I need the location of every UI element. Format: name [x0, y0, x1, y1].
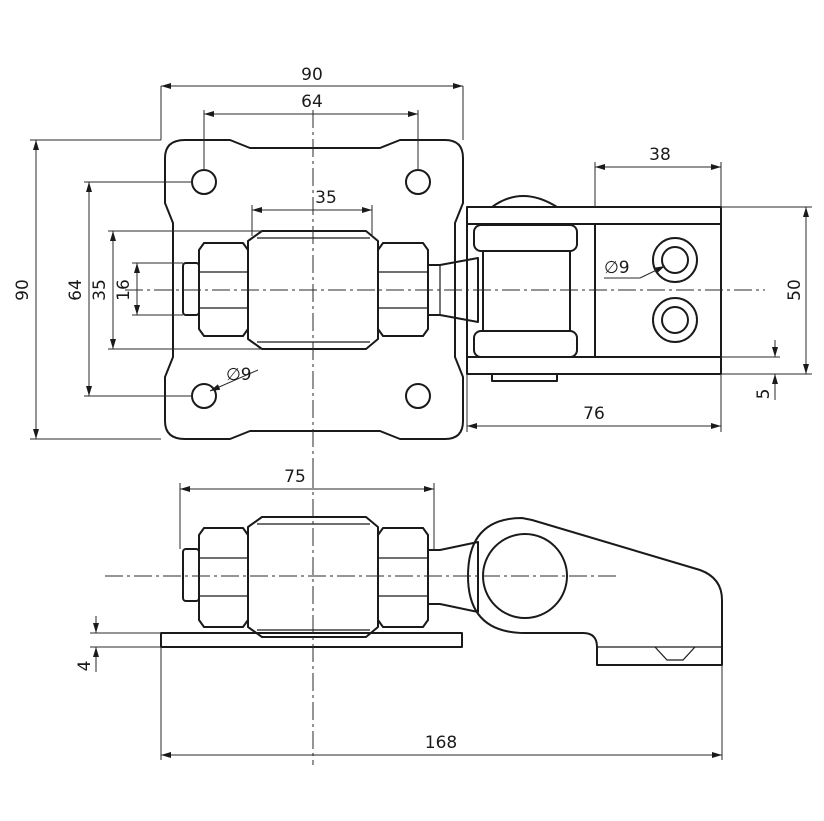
- base-plate: [164, 139, 464, 440]
- side-thread-end: [182, 548, 200, 602]
- mounting-hole-top-right: [405, 169, 431, 195]
- hinge-roller-bottom: [473, 330, 578, 358]
- dim-top-hole-spacing: 64: [301, 92, 323, 112]
- hinge-roller-body: [482, 250, 571, 332]
- dim-plate-thickness: 4: [75, 661, 95, 672]
- right-hex-nut: [377, 242, 429, 337]
- dim-left-hole-spacing: 64: [66, 279, 86, 301]
- side-left-hex-nut: [198, 527, 249, 628]
- dim-top-plate-width: 90: [301, 65, 323, 85]
- side-hinge-arm: [467, 517, 723, 666]
- mounting-hole-top-left: [191, 169, 217, 195]
- dim-block-length: 76: [583, 404, 605, 424]
- side-right-hex-nut: [377, 527, 429, 628]
- dim-top-bolt-dia: 35: [315, 188, 337, 208]
- dim-left-thread-dia: 16: [114, 279, 134, 301]
- side-base-plate: [160, 632, 463, 648]
- dim-flange-thickness: 5: [754, 389, 774, 400]
- dim-left-bolt-dia: 35: [90, 279, 110, 301]
- dim-side-bolt-length: 75: [284, 467, 306, 487]
- block-hole-lower-inner: [661, 306, 689, 334]
- block-hole-lower-outer: [652, 297, 698, 343]
- mounting-hole-bottom-right: [405, 383, 431, 409]
- countersink: [654, 646, 696, 661]
- dim-hinge-block-width: 38: [649, 145, 671, 165]
- hinge-knob-bottom: [491, 374, 558, 382]
- dim-block-height: 50: [785, 279, 805, 301]
- dimensions: 90 64 35 38 90 64 35 16: [13, 65, 812, 760]
- dim-left-height: 90: [13, 279, 33, 301]
- mounting-hole-bottom-left: [191, 383, 217, 409]
- top-view: [125, 110, 765, 470]
- hinge-roller-top: [473, 224, 578, 252]
- dim-plate-hole-dia: ∅9: [226, 365, 252, 385]
- dim-overall-length: 168: [425, 733, 457, 753]
- thread-end: [182, 262, 200, 316]
- dim-top-hole-dia: ∅9: [604, 258, 630, 278]
- side-view: [105, 470, 723, 765]
- hinge-knob-top: [491, 195, 558, 208]
- block-hole-upper-outer: [652, 237, 698, 283]
- block-hole-upper-inner: [661, 246, 689, 274]
